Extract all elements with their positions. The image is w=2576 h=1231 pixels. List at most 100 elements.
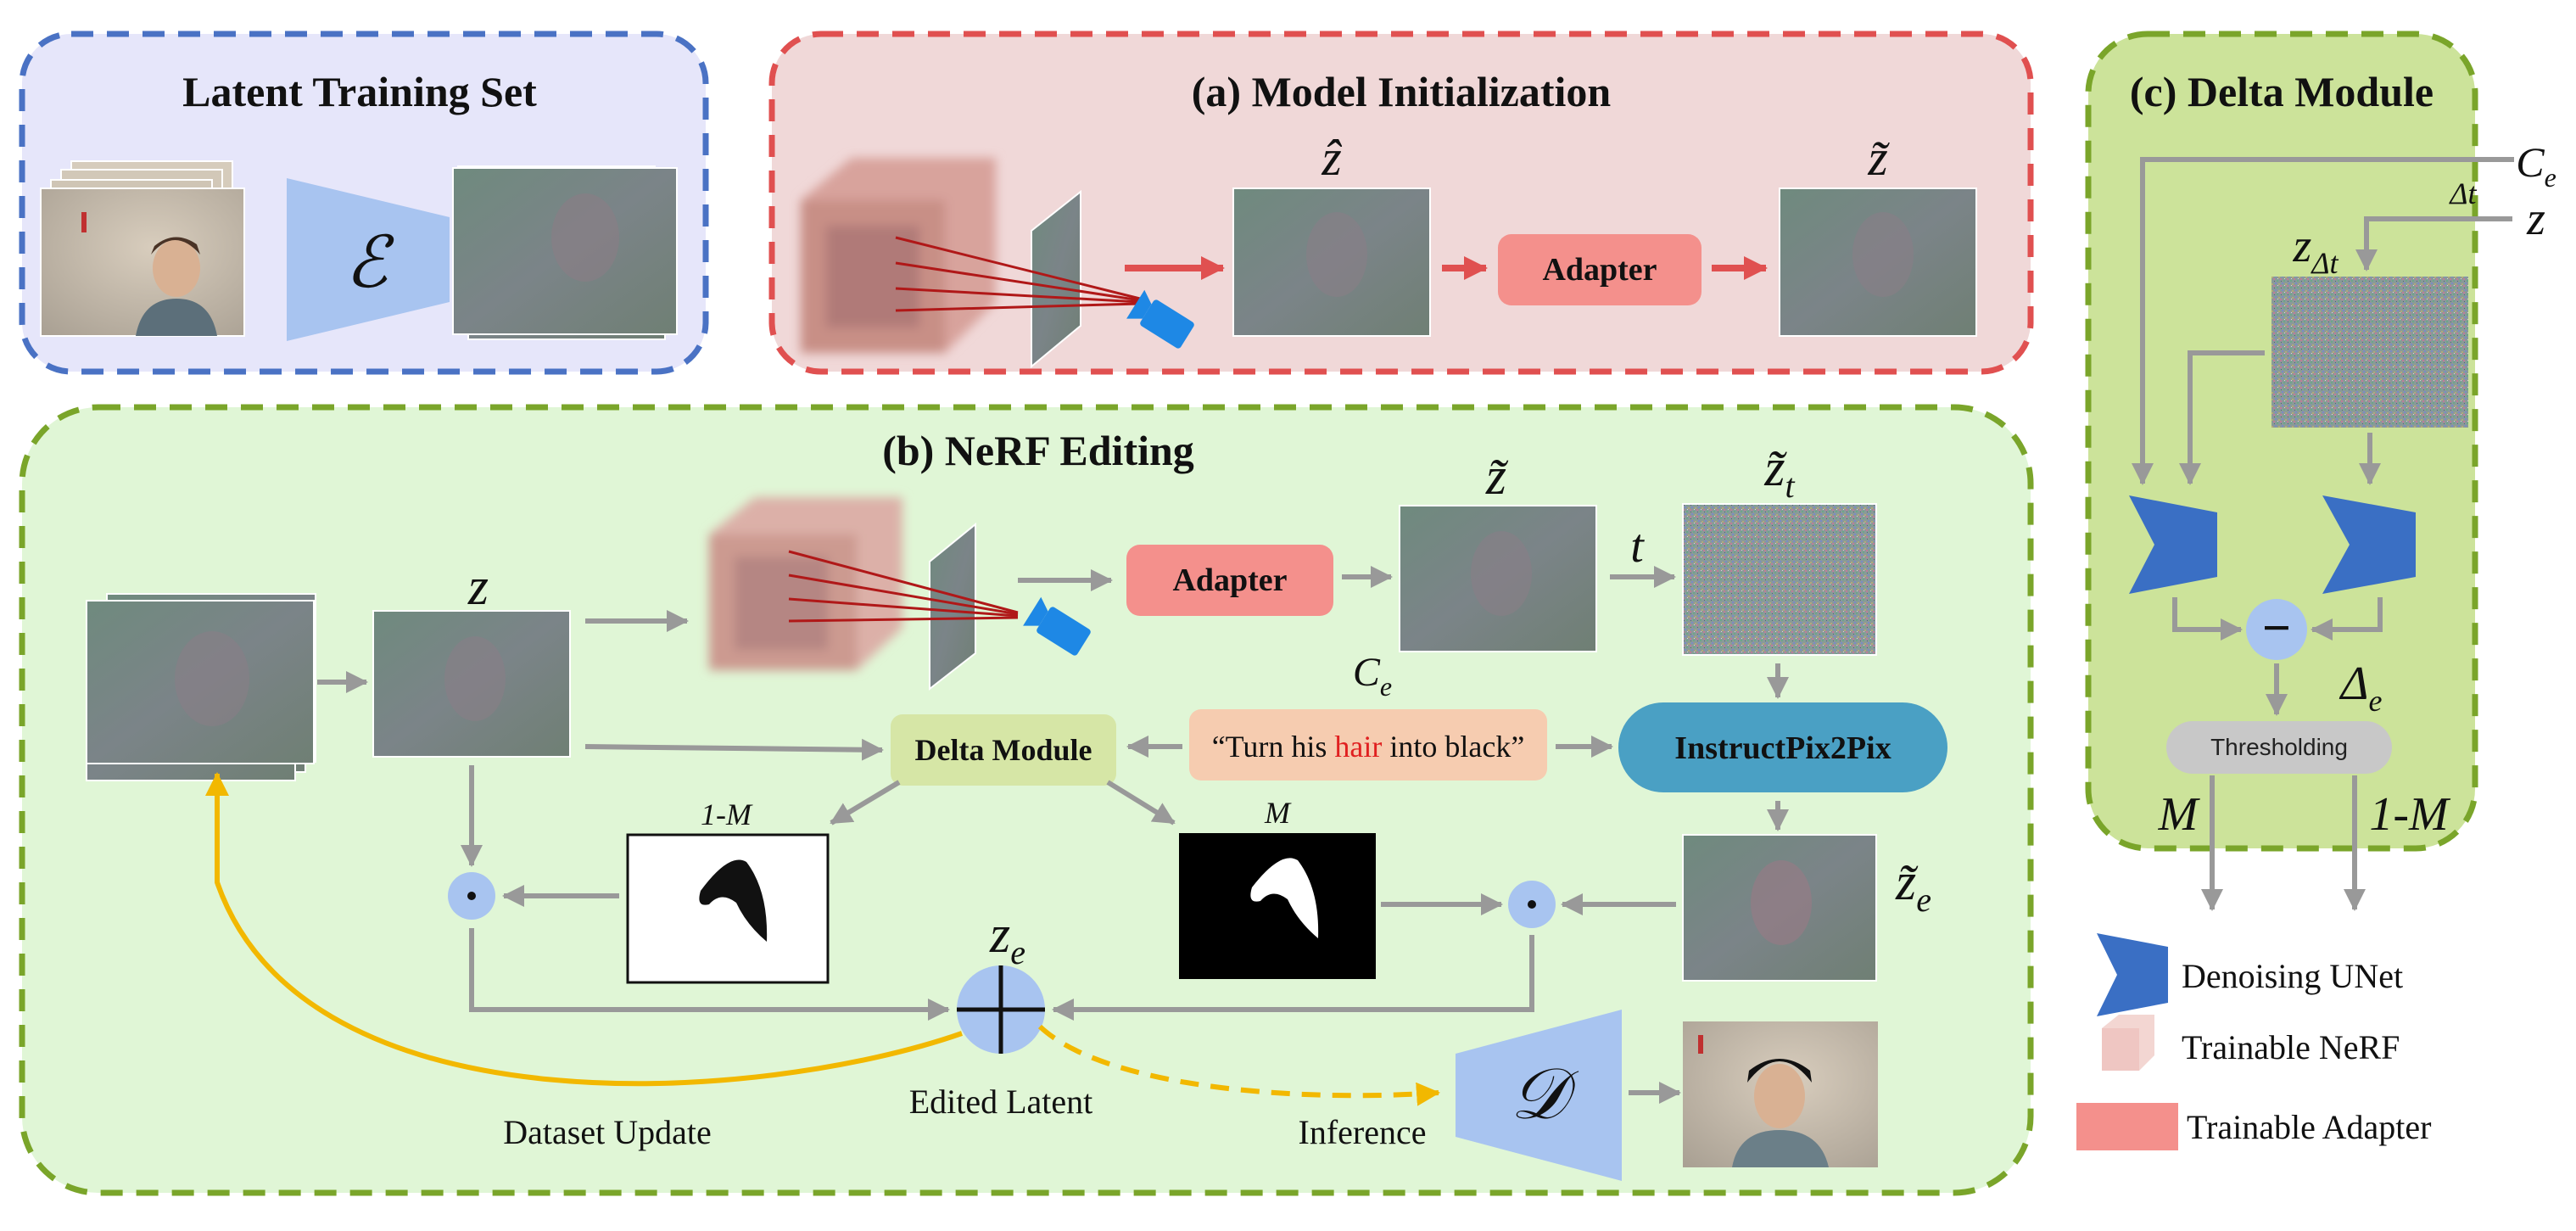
subtract-node bbox=[2246, 599, 2307, 660]
adapter-label-edit: Adapter bbox=[1172, 562, 1287, 598]
mask-1-m: 1-M bbox=[626, 797, 830, 984]
nerf-cube-edit bbox=[709, 497, 902, 670]
arrow-z-to-delta bbox=[584, 738, 884, 761]
edited-output-photo bbox=[1683, 1021, 1878, 1167]
arrow-ce-to-unet-left bbox=[2132, 157, 2514, 485]
encoder-symbol: ℰ bbox=[345, 224, 395, 303]
training-images-stack bbox=[40, 160, 245, 337]
z-delta-t-image bbox=[2271, 277, 2468, 428]
training-photo bbox=[40, 187, 245, 337]
legend-item-unet: Denoising UNet bbox=[2097, 933, 2403, 1016]
unet-right-icon bbox=[2322, 495, 2416, 594]
nerf-cube-icon bbox=[2102, 1015, 2154, 1071]
z-label-delta: z bbox=[2526, 193, 2545, 245]
nerf-editing-panel: (b) NeRF Editing z bbox=[19, 404, 2034, 1196]
prompt-highlight: hair bbox=[1334, 730, 1382, 764]
z-label: z bbox=[467, 558, 489, 616]
delta-e-label: Δe bbox=[2339, 657, 2383, 718]
delta-panel-title: (c) Delta Module bbox=[2130, 68, 2434, 115]
one-minus-m-label-edit: 1-M bbox=[701, 797, 753, 831]
latent-training-set-panel: Latent Training Set ℰ bbox=[19, 31, 709, 375]
model-init-panel: (a) Model Initialization ẑ bbox=[768, 31, 2034, 375]
inference-label: Inference bbox=[1299, 1113, 1427, 1151]
delta-t-label: Δt bbox=[2448, 176, 2477, 210]
m-label-edit: M bbox=[1264, 796, 1292, 830]
z-tilde-label-init: z̃ bbox=[1867, 130, 1890, 186]
unet-icon bbox=[2097, 933, 2168, 1016]
thresholding-box bbox=[2166, 721, 2392, 774]
adapter-swatch-icon bbox=[2076, 1103, 2178, 1150]
arrow-z-to-noisy bbox=[2355, 216, 2512, 271]
legend: Denoising UNet Trainable NeRF Trainable … bbox=[2076, 933, 2431, 1150]
legend-label-nerf: Trainable NeRF bbox=[2182, 1028, 2400, 1066]
z-tilde-t-label: z̃t bbox=[1763, 439, 1795, 505]
adapter-init: Adapter bbox=[1498, 234, 1702, 305]
delta-panel-box bbox=[2085, 31, 2478, 852]
adapter-edit: Adapter bbox=[1126, 545, 1333, 616]
init-panel-title: (a) Model Initialization bbox=[1192, 68, 1612, 115]
arrow-delta-to-m bbox=[1106, 780, 1176, 825]
thresholding-label: Thresholding bbox=[2210, 734, 2348, 760]
edit-panel-title: (b) NeRF Editing bbox=[882, 427, 1194, 474]
text-prompt: “Turn his hair into black” bbox=[1189, 709, 1547, 781]
arrow-dataset-update bbox=[205, 772, 963, 1087]
camera-rays-edit bbox=[788, 550, 1019, 623]
arrow-mult-left-to-sum bbox=[469, 928, 950, 1021]
delta-module-box bbox=[891, 714, 1116, 786]
delta-module-block: Delta Module bbox=[891, 714, 1116, 786]
instruct-pix2pix-box bbox=[1618, 702, 1947, 792]
t-label: t bbox=[1630, 520, 1645, 573]
arrow-delta-to-1m bbox=[830, 780, 901, 825]
instruct-pix2pix-block: InstructPix2Pix bbox=[1618, 702, 1947, 792]
dataset-update-label: Dataset Update bbox=[503, 1113, 711, 1151]
m-label-delta: M bbox=[2158, 788, 2201, 841]
arrow-inference bbox=[1037, 1024, 1440, 1106]
legend-item-adapter: Trainable Adapter bbox=[2076, 1103, 2431, 1150]
arrow-unet-right-to-minus bbox=[2311, 597, 2383, 641]
adapter-label-init: Adapter bbox=[1542, 252, 1657, 288]
latent-panel-title: Latent Training Set bbox=[182, 68, 537, 115]
adapter-box-init bbox=[1498, 234, 1702, 305]
z-tilde-e-label: z̃e bbox=[1895, 853, 1931, 919]
delta-module-label: Delta Module bbox=[915, 733, 1092, 767]
camera-icon-init bbox=[1126, 289, 1194, 349]
encoder-block: ℰ bbox=[287, 178, 450, 341]
arrow-noisy-to-unet-left bbox=[2179, 350, 2265, 485]
z-tilde-label-edit: z̃ bbox=[1485, 448, 1509, 506]
one-minus-m-label-delta: 1-M bbox=[2369, 788, 2451, 841]
z-e-label: ze bbox=[989, 906, 1025, 971]
legend-item-nerf: Trainable NeRF bbox=[2102, 1015, 2400, 1071]
arrow-unet-left-to-minus bbox=[2172, 597, 2243, 641]
instruct-pix2pix-label: InstructPix2Pix bbox=[1674, 730, 1891, 766]
sum-node bbox=[957, 965, 1045, 1054]
unet-left-icon bbox=[2129, 495, 2217, 594]
encoder-trapezoid bbox=[287, 178, 450, 341]
decoder-block: 𝒟 bbox=[1456, 1010, 1622, 1181]
multiply-node-left bbox=[448, 872, 495, 920]
camera-icon-edit bbox=[1023, 596, 1091, 656]
edited-latent-label: Edited Latent bbox=[909, 1083, 1093, 1121]
prompt-box bbox=[1189, 709, 1547, 781]
decoder-trapezoid bbox=[1456, 1010, 1622, 1181]
arrow-mult-right-to-sum bbox=[1052, 935, 1534, 1021]
latent-stack bbox=[452, 165, 678, 340]
ce-label-edit: Ce bbox=[1353, 650, 1392, 702]
delta-module-panel: (c) Delta Module Ce Δt z zΔt − Δe Thresh… bbox=[2085, 31, 2556, 911]
minus-symbol: − bbox=[2262, 600, 2291, 656]
projection-plane-edit bbox=[929, 522, 976, 691]
prompt-text: “Turn his hair into black” bbox=[1212, 730, 1525, 764]
adapter-box-edit bbox=[1126, 545, 1333, 616]
camera-rays-init bbox=[895, 236, 1141, 312]
legend-label-unet: Denoising UNet bbox=[2182, 957, 2403, 995]
latent-dataset-stack bbox=[86, 593, 316, 781]
z-tilde-t-image bbox=[1682, 503, 1877, 656]
ce-label-delta: Ce bbox=[2516, 138, 2556, 193]
z-delta-t-label: zΔt bbox=[2293, 220, 2339, 280]
projection-plane-init bbox=[1031, 189, 1081, 369]
legend-label-adapter: Trainable Adapter bbox=[2187, 1108, 2431, 1146]
nerf-cube-init bbox=[801, 158, 996, 353]
multiply-node-right bbox=[1508, 881, 1556, 928]
mask-m: M bbox=[1179, 796, 1376, 979]
z-hat-label: ẑ bbox=[1321, 130, 1342, 186]
